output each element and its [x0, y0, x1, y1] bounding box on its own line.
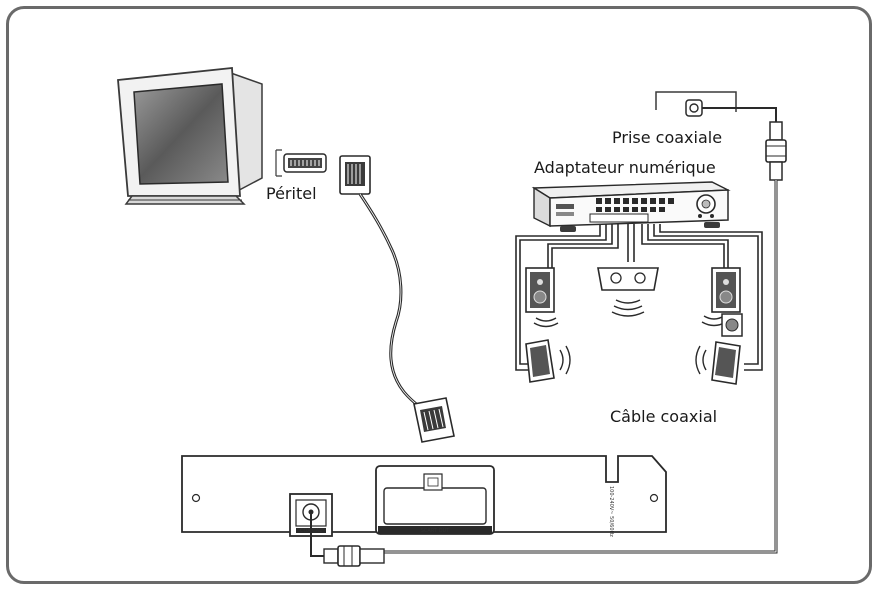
- speaker-rear-right-icon: [695, 341, 741, 385]
- speaker-center-icon: [597, 267, 659, 317]
- scart-label: Péritel: [266, 184, 317, 203]
- coax-cable-label: Câble coaxial: [610, 407, 718, 426]
- scart-plug-top-icon: [339, 155, 371, 195]
- speaker-front-right-icon: [701, 267, 741, 327]
- rca-plug-icon: [323, 545, 385, 567]
- scart-out-label: SCART OUT: [421, 528, 450, 534]
- coax-socket-label: Prise coaxiale: [612, 128, 723, 147]
- power-rating-label: 100-240V~ 50/60Hz: [608, 486, 614, 537]
- speaker-front-left-icon: [525, 267, 559, 328]
- scart-cable: [358, 193, 428, 414]
- coaxial-output-port-icon: COAXIAL: [289, 493, 333, 557]
- speaker-wires: [515, 224, 763, 371]
- wall-coax-socket-icon: [655, 91, 777, 122]
- coax-plug-icon: [765, 121, 787, 181]
- scart-out-port-icon: SCART OUT: [375, 465, 495, 535]
- speaker-rear-left-icon: [525, 339, 571, 383]
- scart-plug-bottom-icon: [413, 397, 455, 443]
- television-icon: [117, 67, 263, 205]
- tv-scart-socket-icon: [275, 149, 327, 177]
- digital-adapter-label: Adaptateur numérique: [534, 158, 716, 177]
- subwoofer-icon: [721, 313, 743, 337]
- digital-adapter-icon: [531, 181, 731, 232]
